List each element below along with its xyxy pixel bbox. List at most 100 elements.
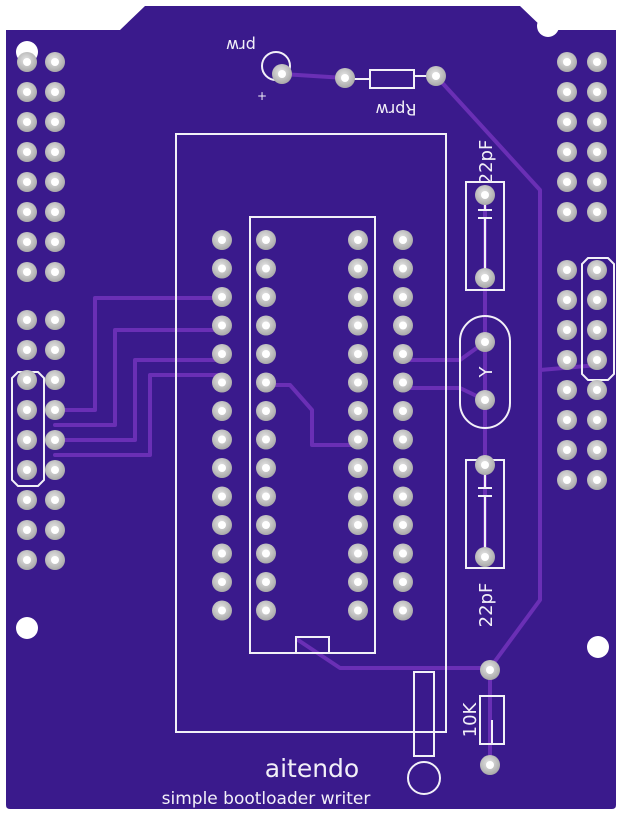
pad-ic-inner-left-13-hole bbox=[262, 578, 270, 586]
mount-hole-bottom-right bbox=[587, 636, 609, 658]
pad-left-bottom-b-6-hole bbox=[51, 466, 59, 474]
pad-right-bottom-b-5-hole bbox=[593, 386, 601, 394]
pad-right-bottom-b-6-hole bbox=[593, 416, 601, 424]
pad-ic-inner-left-11-hole bbox=[262, 521, 270, 529]
pad-ic-inner-left-2-hole bbox=[262, 264, 270, 273]
pad-left-top-b-5-hole bbox=[51, 178, 59, 186]
pad-ic-outer-right-6-hole bbox=[399, 378, 407, 387]
pad-left-bottom-a-5-hole bbox=[23, 436, 31, 444]
pad-cap-bottom-1-hole bbox=[481, 461, 489, 469]
pad-left-top-b-1-hole bbox=[51, 58, 59, 66]
pad-left-bottom-b-1-hole bbox=[51, 316, 59, 324]
pad-ic-outer-right-8-hole bbox=[399, 435, 407, 444]
pad-left-top-a-5-hole bbox=[23, 178, 31, 186]
pad-right-bottom-a-4-hole bbox=[563, 356, 571, 364]
pad-10k-2-hole bbox=[486, 761, 494, 769]
pad-left-bottom-a-4-hole bbox=[23, 406, 31, 414]
pad-ic-outer-right-13-hole bbox=[399, 578, 407, 586]
pad-left-top-a-7-hole bbox=[23, 238, 31, 246]
pad-ic-outer-right-3-hole bbox=[399, 293, 407, 301]
pad-cap-bottom-2-hole bbox=[481, 553, 489, 561]
crystal-outline bbox=[459, 315, 511, 429]
pad-right-top-a-3-hole bbox=[563, 118, 571, 126]
subtitle-label: simple bootloader writer bbox=[162, 789, 371, 809]
pad-left-top-a-1-hole bbox=[23, 58, 31, 66]
pad-right-bottom-a-8-hole bbox=[563, 476, 571, 484]
led-plus-label: + bbox=[257, 89, 267, 103]
pad-right-bottom-b-4-hole bbox=[593, 356, 601, 364]
pad-left-bottom-a-3-hole bbox=[23, 376, 31, 384]
pad-right-bottom-a-3-hole bbox=[563, 326, 571, 334]
pad-rprw-2-hole bbox=[432, 72, 440, 80]
jumper-outline bbox=[413, 671, 435, 757]
pad-ic-inner-right-3-hole bbox=[354, 293, 362, 301]
pad-ic-inner-right-4-hole bbox=[354, 321, 362, 330]
pad-ic-outer-right-4-hole bbox=[399, 321, 407, 330]
pad-crystal-2-hole bbox=[481, 396, 489, 404]
pad-ic-inner-left-10-hole bbox=[262, 492, 270, 501]
cap-top-outline bbox=[465, 181, 505, 291]
pad-left-bottom-b-7-hole bbox=[51, 496, 59, 504]
pad-ic-inner-right-12-hole bbox=[354, 549, 362, 558]
jumper-ring bbox=[407, 761, 441, 795]
cap-bottom-label: 22pF bbox=[476, 583, 497, 628]
pad-ic-inner-left-6-hole bbox=[262, 378, 270, 387]
pad-ic-inner-right-11-hole bbox=[354, 521, 362, 529]
pad-ic-outer-left-2-hole bbox=[218, 264, 226, 273]
mount-hole-top-right bbox=[537, 15, 559, 37]
pad-left-bottom-b-3-hole bbox=[51, 376, 59, 384]
pad-right-top-b-6-hole bbox=[593, 208, 601, 216]
pad-right-top-a-5-hole bbox=[563, 178, 571, 186]
pad-left-top-b-4-hole bbox=[51, 148, 59, 156]
right-header-outline bbox=[581, 257, 615, 381]
pad-left-bottom-a-8-hole bbox=[23, 526, 31, 534]
pad-right-top-b-3-hole bbox=[593, 118, 601, 126]
pad-ic-inner-right-9-hole bbox=[354, 464, 362, 472]
cap-top-label: 22pF bbox=[476, 140, 497, 185]
pad-left-top-a-3-hole bbox=[23, 118, 31, 126]
pad-ic-outer-left-12-hole bbox=[218, 549, 226, 558]
pad-left-top-b-8-hole bbox=[51, 268, 59, 276]
pad-right-bottom-a-1-hole bbox=[563, 266, 571, 274]
pad-ic-outer-left-10-hole bbox=[218, 492, 226, 501]
pad-left-bottom-b-5-hole bbox=[51, 436, 59, 444]
pad-right-top-b-5-hole bbox=[593, 178, 601, 186]
pad-left-bottom-b-2-hole bbox=[51, 346, 59, 354]
pad-ic-inner-right-5-hole bbox=[354, 350, 362, 358]
pad-ic-inner-left-12-hole bbox=[262, 549, 270, 558]
pad-left-top-a-8-hole bbox=[23, 268, 31, 276]
pad-ic-outer-left-9-hole bbox=[218, 464, 226, 472]
ic-socket-outline bbox=[175, 133, 447, 733]
pad-right-top-a-6-hole bbox=[563, 208, 571, 216]
pad-right-top-a-2-hole bbox=[563, 88, 571, 96]
pad-right-bottom-b-7-hole bbox=[593, 446, 601, 454]
pad-ic-inner-right-14-hole bbox=[354, 606, 362, 615]
resistor-rprw-label: Rprw bbox=[376, 100, 417, 119]
pad-ic-inner-right-7-hole bbox=[354, 407, 362, 415]
pad-ic-outer-right-14-hole bbox=[399, 606, 407, 615]
pad-right-bottom-b-1-hole bbox=[593, 266, 601, 274]
pad-ic-inner-left-1-hole bbox=[262, 236, 270, 244]
pad-left-top-a-6-hole bbox=[23, 208, 31, 216]
pad-ic-outer-left-4-hole bbox=[218, 321, 226, 330]
pad-left-bottom-a-9-hole bbox=[23, 556, 31, 564]
pad-left-bottom-a-7-hole bbox=[23, 496, 31, 504]
mount-hole-bottom-left bbox=[16, 617, 38, 639]
pad-left-bottom-a-2-hole bbox=[23, 346, 31, 354]
pad-left-bottom-a-6-hole bbox=[23, 466, 31, 474]
pad-ic-inner-left-4-hole bbox=[262, 321, 270, 330]
pad-cap-top-1-hole bbox=[481, 191, 489, 199]
pad-left-top-b-7-hole bbox=[51, 238, 59, 246]
pad-ic-inner-left-8-hole bbox=[262, 435, 270, 444]
pad-ic-inner-right-10-hole bbox=[354, 492, 362, 501]
pad-right-bottom-a-5-hole bbox=[563, 386, 571, 394]
pad-left-top-b-6-hole bbox=[51, 208, 59, 216]
pad-left-bottom-b-8-hole bbox=[51, 526, 59, 534]
silkscreen bbox=[11, 51, 615, 795]
pad-ic-inner-right-13-hole bbox=[354, 578, 362, 586]
pad-ic-outer-left-8-hole bbox=[218, 435, 226, 444]
pad-ic-outer-right-7-hole bbox=[399, 407, 407, 415]
pad-ic-outer-right-11-hole bbox=[399, 521, 407, 529]
pad-right-bottom-b-8-hole bbox=[593, 476, 601, 484]
